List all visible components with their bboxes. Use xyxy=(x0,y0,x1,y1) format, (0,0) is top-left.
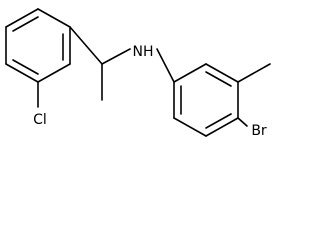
ring-ch-bond xyxy=(69,26,103,65)
chlorophenyl-ring xyxy=(5,8,71,83)
ring1-bond xyxy=(37,63,71,83)
ring1-bond xyxy=(37,8,71,28)
c-br-bond xyxy=(237,117,248,127)
ring1-bond xyxy=(5,63,39,83)
ch-n-bond xyxy=(101,48,131,65)
ring2-bond xyxy=(173,117,207,137)
ring2-double-bond xyxy=(205,71,232,87)
ring1-bond xyxy=(5,8,39,28)
structure-diagram: NH Cl Br xyxy=(5,8,271,139)
ring2-bond xyxy=(205,63,239,83)
ring2-double-bond xyxy=(205,113,232,129)
n-ring-bond xyxy=(156,48,175,83)
ring1-double-bond xyxy=(12,16,39,32)
bromomethylphenyl-ring xyxy=(173,63,239,137)
ring-methyl-bond xyxy=(237,63,271,83)
bromine-label: Br xyxy=(251,123,267,139)
nitrogen-label: NH xyxy=(133,44,154,60)
chlorine-label: Cl xyxy=(33,112,47,128)
ring2-bond xyxy=(205,117,239,137)
ring1-double-bond xyxy=(12,59,39,75)
ring2-bond xyxy=(173,63,207,83)
